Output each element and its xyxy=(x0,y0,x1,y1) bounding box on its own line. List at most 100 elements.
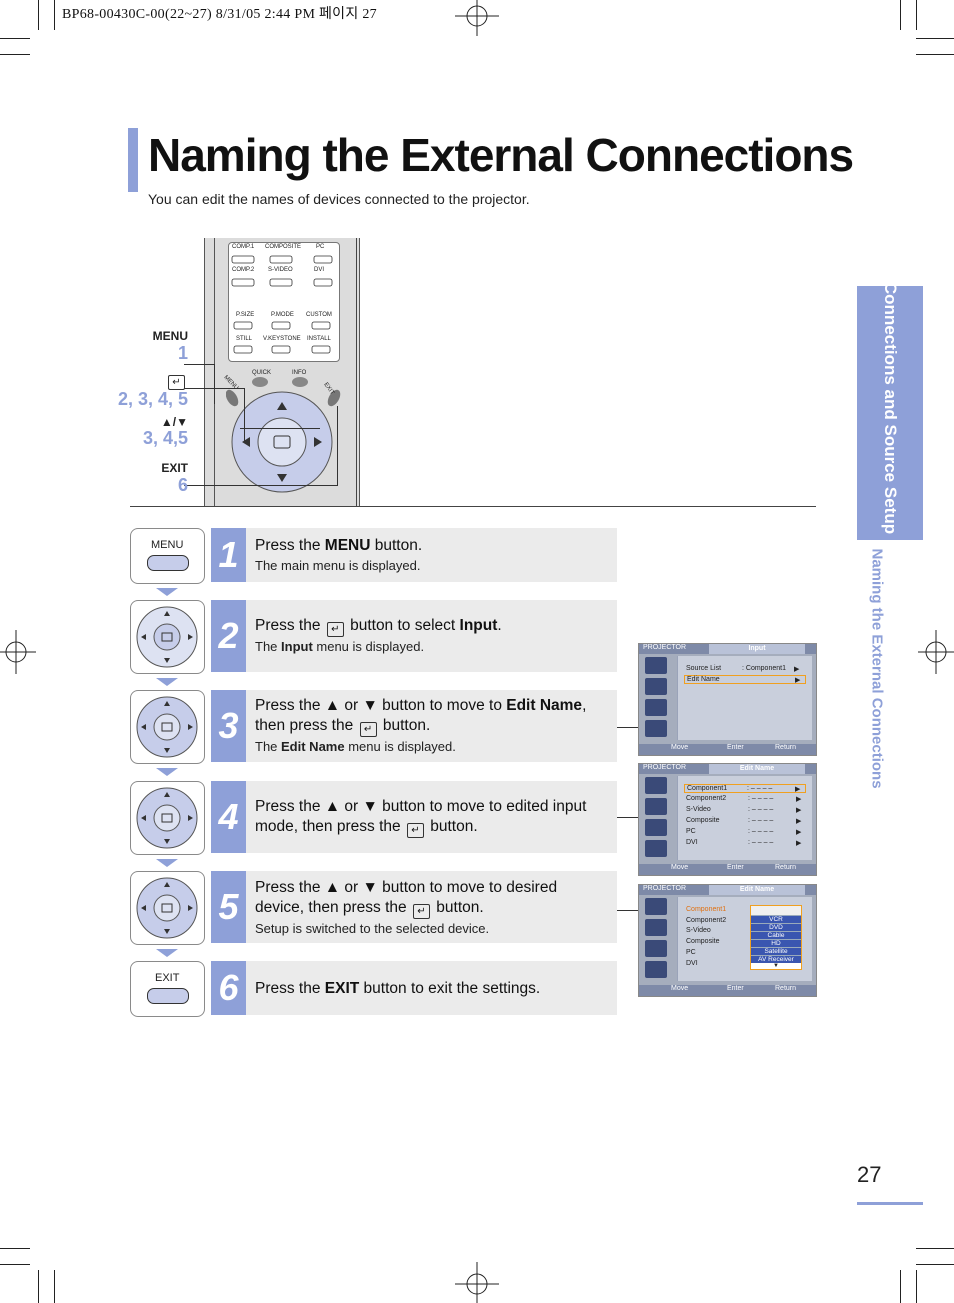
step4-body: Press the ▲ or ▼ button to move to edite… xyxy=(246,781,617,853)
osd-row[interactable]: DVI xyxy=(686,960,698,967)
crop-mark xyxy=(916,38,954,39)
osd-footer-move: Move xyxy=(671,744,689,751)
osd-dropdown[interactable]: VCR DVD Cable HD Satellite AV Receiver ▼ xyxy=(750,905,802,970)
osd-dropdown-option[interactable]: Cable xyxy=(751,931,801,939)
remote-btn-dvi[interactable]: DVI xyxy=(314,267,325,273)
osd-footer-move: Move xyxy=(671,864,689,871)
crop-mark xyxy=(0,38,30,39)
crop-mark xyxy=(38,0,39,30)
osd-row-arrow-icon: ▶ xyxy=(796,840,802,847)
remote-btn-psize[interactable]: P.SIZE xyxy=(236,312,255,318)
step6-text-bold: EXIT xyxy=(324,980,360,997)
remote-btn-vkeystone[interactable]: V.KEYSTONE xyxy=(263,336,301,342)
osd-row[interactable]: S-Video xyxy=(686,927,711,934)
remote-btn-comp2[interactable]: COMP.2 xyxy=(232,267,255,273)
osd-row-value: : – – – – xyxy=(747,785,773,792)
step1-text: Press the MENU button. xyxy=(255,536,608,556)
remote-label-enter-steps: 2, 3, 4, 5 xyxy=(117,389,188,409)
osd-row-label: Source List xyxy=(686,665,722,672)
osd-row[interactable]: Component2 xyxy=(686,917,727,924)
step-arrow-icon xyxy=(156,768,178,776)
osd-row-selected[interactable]: Edit Name▶ xyxy=(684,675,806,684)
step6-number: 6 xyxy=(211,961,246,1015)
remote-btn-still[interactable]: STILL xyxy=(236,336,253,342)
osd-footer-move: Move xyxy=(671,985,689,992)
side-tab-label: Connections and Source Setup xyxy=(881,281,900,535)
osd-row-arrow-icon: ▶ xyxy=(796,829,802,836)
step2-text-post: button to select xyxy=(345,617,460,634)
remote-btn-pc[interactable]: PC xyxy=(316,244,325,250)
osd-dropdown-option[interactable]: HD xyxy=(751,939,801,947)
remote-label-menu: MENU xyxy=(152,329,188,343)
osd-dropdown-option[interactable]: AV Receiver xyxy=(751,955,801,963)
dpad-enter-icon xyxy=(136,606,198,668)
step2-sub-pre: The xyxy=(255,639,282,654)
osd-dropdown-option[interactable]: VCR xyxy=(751,915,801,923)
dpad-updown-icon xyxy=(136,877,198,939)
osd-row-label: Edit Name xyxy=(687,676,720,683)
title-accent-bar xyxy=(128,128,138,192)
remote-dpad-icon[interactable] xyxy=(226,368,350,498)
remote-btn-custom[interactable]: CUSTOM xyxy=(306,312,332,318)
osd-dropdown-option[interactable]: DVD xyxy=(751,923,801,931)
osd-dropdown-current xyxy=(751,906,801,915)
remote-label-enter-icon: ↵ xyxy=(166,370,187,390)
remote-btn-quick[interactable]: QUICK xyxy=(252,370,272,376)
osd-row[interactable]: Source List: Component1▶ xyxy=(686,665,799,673)
osd-row[interactable]: Composite xyxy=(686,938,720,945)
step3-sub-bold: Edit Name xyxy=(281,739,345,754)
step-arrow-icon xyxy=(156,949,178,957)
crop-mark xyxy=(54,1270,55,1303)
step4-number: 4 xyxy=(211,781,246,853)
osd-input-icon xyxy=(645,678,667,695)
osd-dropdown-down-icon: ▼ xyxy=(773,963,779,969)
remote-btn-info[interactable]: INFO xyxy=(292,370,307,376)
osd-title: Input xyxy=(709,644,805,654)
callout-line xyxy=(184,485,337,486)
osd-row[interactable]: PC: – – – –▶ xyxy=(686,828,801,836)
osd-title: Edit Name xyxy=(709,764,805,774)
remote-label-exit: EXIT xyxy=(161,461,188,475)
step3-text-line2: then press the ↵ button. xyxy=(255,716,608,737)
osd-option-icon xyxy=(645,961,667,978)
osd-row-label: Composite xyxy=(686,817,720,824)
enter-icon: ↵ xyxy=(326,622,344,637)
osd-row[interactable]: S-Video: – – – –▶ xyxy=(686,806,801,814)
step6-body: Press the EXIT button to exit the settin… xyxy=(246,961,617,1015)
enter-icon: ↵ xyxy=(359,722,377,737)
osd-dropdown-option[interactable]: Satellite xyxy=(751,947,801,955)
osd-menu: Source List: Component1▶ Edit Name▶ xyxy=(677,656,812,740)
osd-side-icons xyxy=(645,777,673,861)
osd-setup-icon xyxy=(645,940,667,957)
step3-body: Press the ▲ or ▼ button to move to Edit … xyxy=(246,690,617,762)
osd-row-value: : – – – – xyxy=(748,795,774,802)
callout-line xyxy=(240,428,320,429)
osd-row[interactable]: PC xyxy=(686,949,696,956)
remote-btn-composite[interactable]: COMPOSITE xyxy=(265,244,302,250)
osd-footer-return: Return xyxy=(775,985,797,992)
osd-row-label: Component2 xyxy=(686,795,727,802)
remote-btn-pmode[interactable]: P.MODE xyxy=(271,312,294,318)
step5-line2-pre: device, then press the xyxy=(255,899,411,916)
osd-row-arrow-icon: ▶ xyxy=(796,807,802,814)
osd-screen-edit-name-options: PROJECTOR Edit Name Component1 Component… xyxy=(638,884,817,997)
side-section-tab: Connections and Source Setup xyxy=(857,282,923,540)
osd-footer-enter: Enter xyxy=(727,985,744,992)
osd-row[interactable]: Composite: – – – –▶ xyxy=(686,817,801,825)
remote-btn-comp1[interactable]: COMP.1 xyxy=(232,244,255,250)
osd-row-selected[interactable]: Component1: – – – –▶ xyxy=(684,784,806,793)
crop-mark xyxy=(916,0,917,30)
osd-title: Edit Name xyxy=(709,885,805,895)
connector-line xyxy=(617,817,638,818)
osd-row-value: : – – – – xyxy=(748,817,774,824)
remote-btn-install[interactable]: INSTALL xyxy=(307,336,331,342)
osd-row-value: : – – – – xyxy=(748,828,774,835)
osd-option-icon xyxy=(645,840,667,857)
osd-brand: PROJECTOR xyxy=(643,885,687,892)
osd-screen-input: PROJECTOR Input Source List: Component1▶… xyxy=(638,643,817,756)
osd-row-selected[interactable]: Component1 xyxy=(686,906,727,913)
osd-row[interactable]: Component2: – – – –▶ xyxy=(686,795,801,803)
remote-btn-svideo[interactable]: S-VIDEO xyxy=(268,267,293,273)
osd-row[interactable]: DVI: – – – –▶ xyxy=(686,839,801,847)
osd-footer-enter: Enter xyxy=(727,744,744,751)
